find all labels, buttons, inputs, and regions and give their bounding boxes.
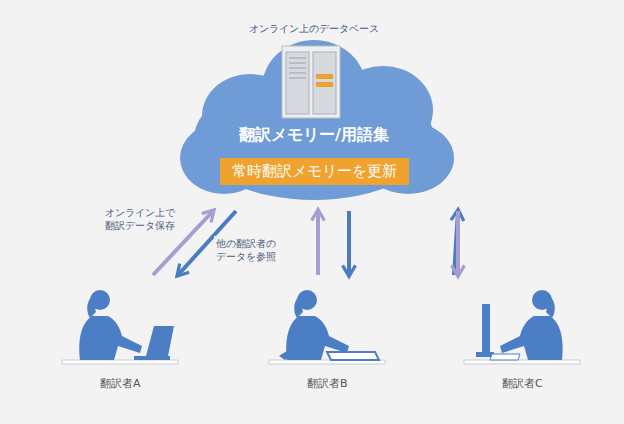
translator-figure <box>50 276 190 372</box>
flow-arrow <box>316 211 320 275</box>
translator-node: 翻訳者A <box>50 276 190 392</box>
node-text: 翻訳者B <box>307 376 348 391</box>
flow-arrow <box>347 211 351 275</box>
translator-node: 翻訳者B <box>257 276 397 392</box>
translator-figure <box>257 276 397 372</box>
flow-arrow <box>454 211 458 275</box>
node-text: 翻訳メモリー/用語集 <box>239 125 389 146</box>
node-text: 翻訳者A <box>100 376 141 391</box>
node-text: オンライン上のデータベース <box>249 22 379 36</box>
translator-node: 翻訳者C <box>452 276 592 392</box>
node-text: 翻訳者C <box>502 376 543 391</box>
update-band: 常時翻訳メモリーを更新 <box>220 158 409 185</box>
edge-label: 他の翻訳者の データを参照 <box>214 236 290 264</box>
flow-arrow <box>456 211 460 275</box>
edge-label: オンライン上で 翻訳データ保存 <box>103 205 179 233</box>
translator-figure <box>452 276 592 372</box>
node-text: 常時翻訳メモリーを更新 <box>232 162 397 181</box>
server-icon <box>282 46 340 118</box>
cloud-node: オンライン上のデータベース翻訳メモリー/用語集常時翻訳メモリーを更新 <box>168 18 460 210</box>
